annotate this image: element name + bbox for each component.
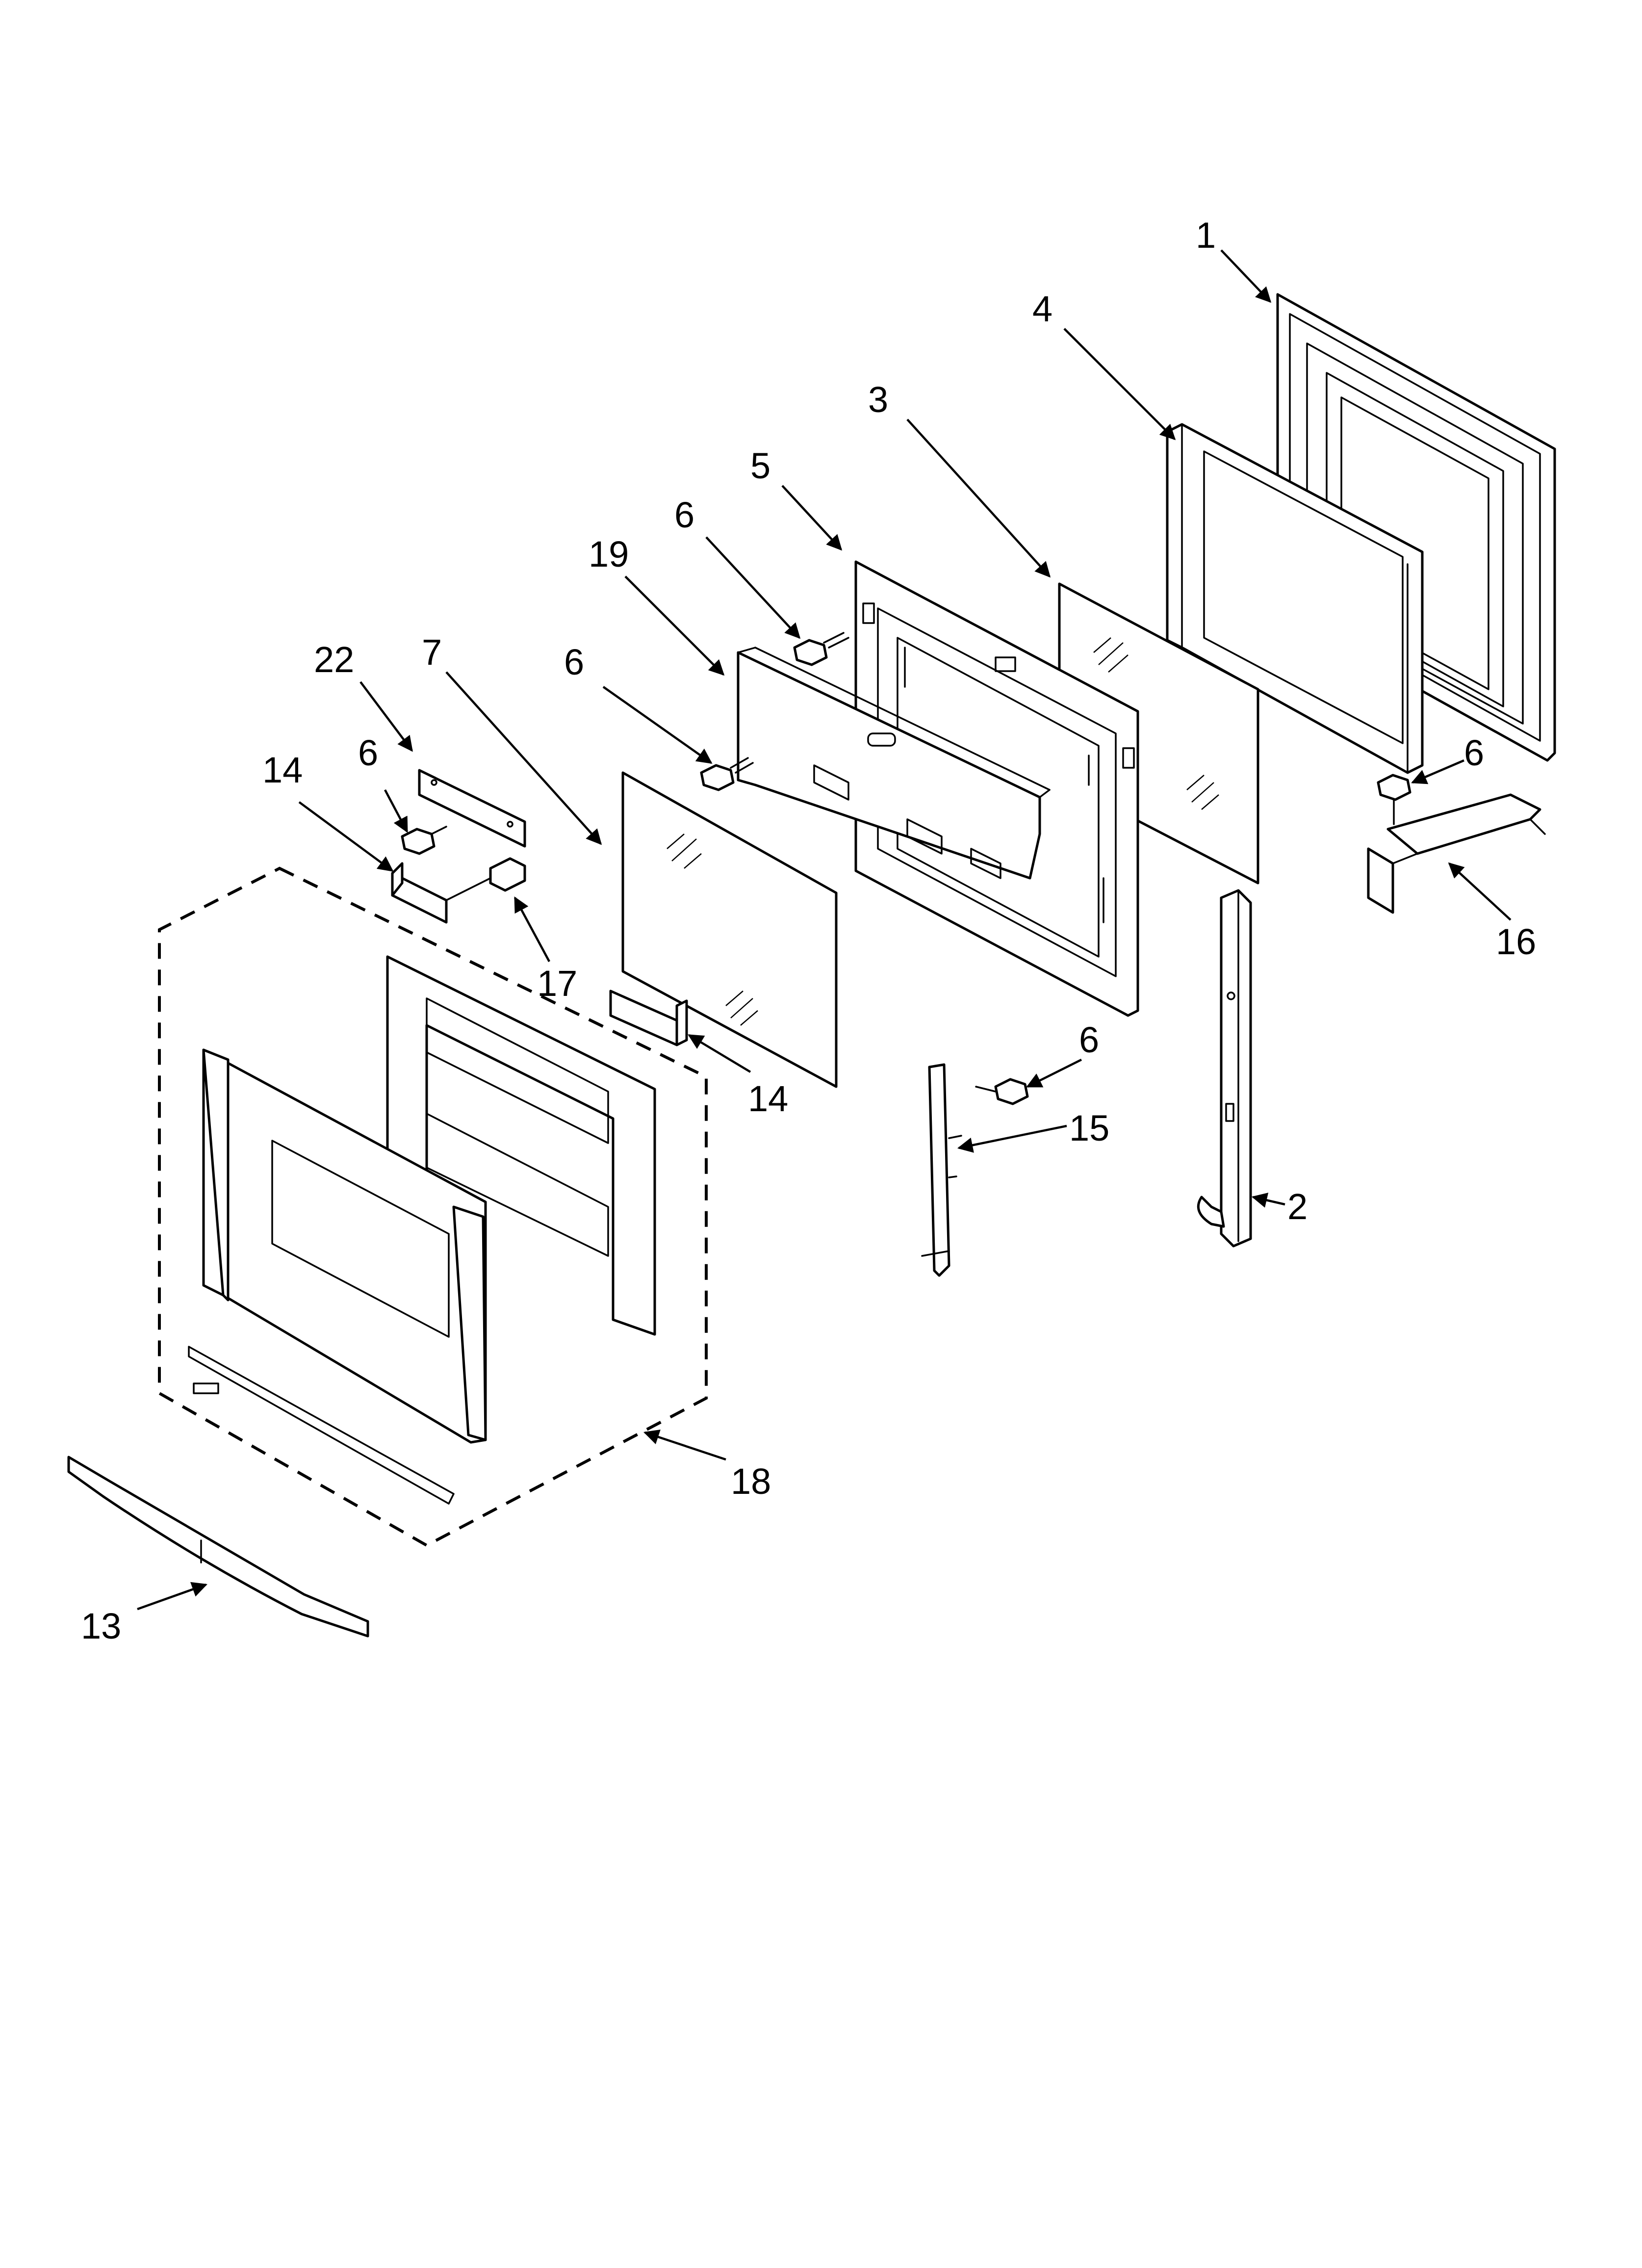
leader-lines — [137, 249, 1512, 1611]
outer-glass-panel — [621, 771, 838, 1088]
door-handle — [67, 1456, 369, 1638]
callout-6-left: 6 — [358, 732, 378, 773]
callout-5: 5 — [750, 445, 770, 486]
door-baffle — [737, 647, 1051, 880]
hinge-channel — [921, 1063, 962, 1277]
screw-1 — [793, 632, 849, 666]
callout-3: 3 — [868, 379, 888, 420]
callout-labels: 1 4 3 5 6 19 6 22 7 14 6 6 16 17 14 6 15… — [81, 215, 1536, 1646]
callout-6-right: 6 — [1464, 732, 1484, 773]
door-hinge — [1197, 889, 1252, 1248]
callout-19: 19 — [589, 534, 629, 574]
callout-14-upper: 14 — [262, 750, 303, 790]
callout-14-lower: 14 — [748, 1078, 788, 1119]
callout-6-mid: 6 — [564, 642, 584, 682]
hinge-bracket-upper — [391, 862, 448, 924]
callout-7: 7 — [422, 632, 442, 673]
callout-22: 22 — [314, 639, 354, 680]
callout-6-upper: 6 — [674, 495, 694, 535]
callout-15: 15 — [1069, 1108, 1109, 1148]
callout-1: 1 — [1196, 215, 1216, 256]
screw-3 — [401, 826, 447, 855]
callout-2: 2 — [1287, 1186, 1308, 1227]
callout-4: 4 — [1032, 288, 1052, 329]
bottom-bracket — [1367, 793, 1546, 914]
callout-6-lower: 6 — [1079, 1019, 1099, 1060]
hinge-bracket-lower — [609, 990, 688, 1046]
callout-18: 18 — [731, 1461, 771, 1502]
callout-13: 13 — [81, 1606, 121, 1646]
hinge-pin — [445, 857, 526, 901]
top-bracket — [418, 769, 526, 848]
callout-16: 16 — [1496, 921, 1536, 962]
door-assembly — [158, 866, 708, 1547]
screw-5 — [975, 1078, 1029, 1105]
callout-17: 17 — [537, 963, 577, 1004]
screw-2 — [700, 757, 754, 791]
door-frame — [1166, 423, 1424, 774]
screw-4 — [1377, 774, 1411, 825]
